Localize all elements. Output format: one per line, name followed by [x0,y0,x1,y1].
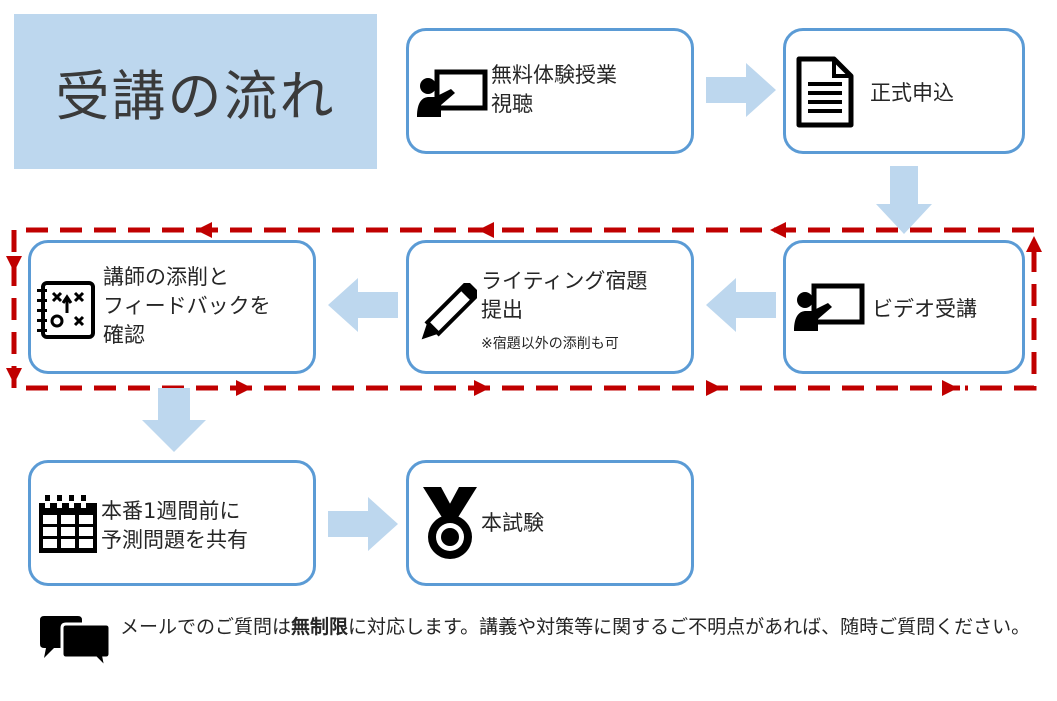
strategy-board-icon [37,279,97,345]
document-icon [796,56,854,132]
footer-text-before: メールでのご質問は [120,616,292,638]
calendar-icon [37,493,99,559]
step-share-predictions: 本番1週間前に 予測問題を共有 [28,460,316,586]
footer-text-after: に対応します。講義や対策等に関するご不明点があれば、随時ご質問ください。 [348,616,1031,638]
flow-arrow-left [706,278,776,332]
presentation-icon [792,283,868,337]
step-share-label: 本番1週間前に 予測問題を共有 [101,499,248,552]
flow-arrow-down [876,166,932,234]
footer-note: メールでのご質問は無制限に対応します。講義や対策等に関するご不明点があれば、随時… [120,614,1040,641]
step-exam-label: 本試験 [481,511,544,535]
step-apply: 正式申込 [783,28,1025,154]
step-writing-label: ライティング宿題 提出 [481,269,648,322]
step-trial-label: 無料体験授業 視聴 [491,63,617,116]
step-writing-note: ※宿題以外の添削も可 [481,336,619,352]
flow-arrow-right [328,497,398,551]
chat-bubbles-icon [38,614,114,674]
footer-text-bold: 無制限 [291,616,349,638]
flow-arrow-left [328,278,398,332]
flow-arrow-right [706,63,776,117]
step-review-feedback: 講師の添削と フィードバックを 確認 [28,240,316,374]
step-writing-homework: ライティング宿題 提出 ※宿題以外の添削も可 [406,240,694,374]
step-video-label: ビデオ受講 [872,297,977,321]
step-trial-lesson: 無料体験授業 視聴 [406,28,694,154]
step-video-lesson: ビデオ受講 [783,240,1025,374]
step-review-label: 講師の添削と フィードバックを 確認 [103,265,271,347]
presentation-icon [415,69,491,123]
flow-arrow-down [142,388,206,452]
page-title: 受講の流れ [55,65,336,128]
pencil-icon [413,279,482,353]
step-exam: 本試験 [406,460,694,586]
medal-icon [419,483,481,567]
title-box: 受講の流れ [14,14,377,169]
step-apply-label: 正式申込 [870,81,954,105]
